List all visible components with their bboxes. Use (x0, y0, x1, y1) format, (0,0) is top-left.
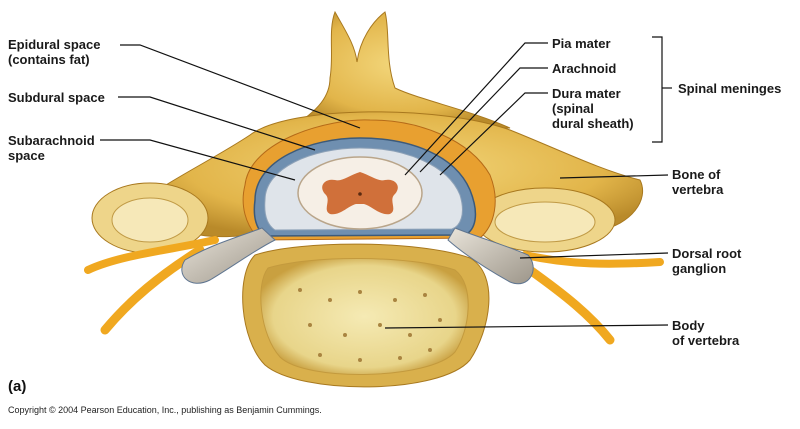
label-dura-mater: Dura mater (spinal dural sheath) (552, 86, 634, 131)
vertebral-body-spongy (260, 258, 469, 375)
label-pia-mater: Pia mater (552, 36, 611, 51)
leader-subdural (118, 96, 316, 151)
label-dorsal-root-ganglion: Dorsal root ganglion (672, 246, 742, 276)
label-subdural-space: Subdural space (8, 90, 105, 105)
trabecular-dots (298, 288, 442, 362)
leader-bone (559, 174, 669, 179)
right-facet (494, 201, 596, 243)
label-body-of-vertebra: Body of vertebra (672, 318, 740, 348)
right-root-sleeve (447, 227, 534, 285)
spinous-process (288, 10, 511, 129)
meninges-bracket (652, 36, 663, 143)
left-facet (111, 197, 189, 243)
leader-pia (404, 42, 548, 176)
leader-epidural (120, 44, 361, 129)
label-spinal-meninges: Spinal meninges (678, 81, 782, 96)
right-spinal-nerve-lower (525, 265, 615, 345)
panel-label: (a) (8, 378, 27, 395)
label-bone-of-vertebra: Bone of vertebra (672, 167, 724, 197)
leader-body (384, 324, 669, 329)
copyright-notice: Copyright © 2004 Pearson Education, Inc.… (8, 405, 322, 415)
left-root-sleeve (181, 227, 276, 284)
leader-dura (439, 92, 548, 176)
left-spinal-nerve (84, 236, 219, 274)
label-subarachnoid-space: Subarachnoid space (8, 133, 95, 163)
leader-arachnoid (419, 67, 548, 173)
leader-subarachnoid (100, 139, 296, 181)
central-canal (358, 192, 362, 196)
label-arachnoid: Arachnoid (552, 61, 617, 76)
label-epidural-space: Epidural space (contains fat) (8, 37, 101, 67)
leader-ganglion (519, 252, 669, 259)
